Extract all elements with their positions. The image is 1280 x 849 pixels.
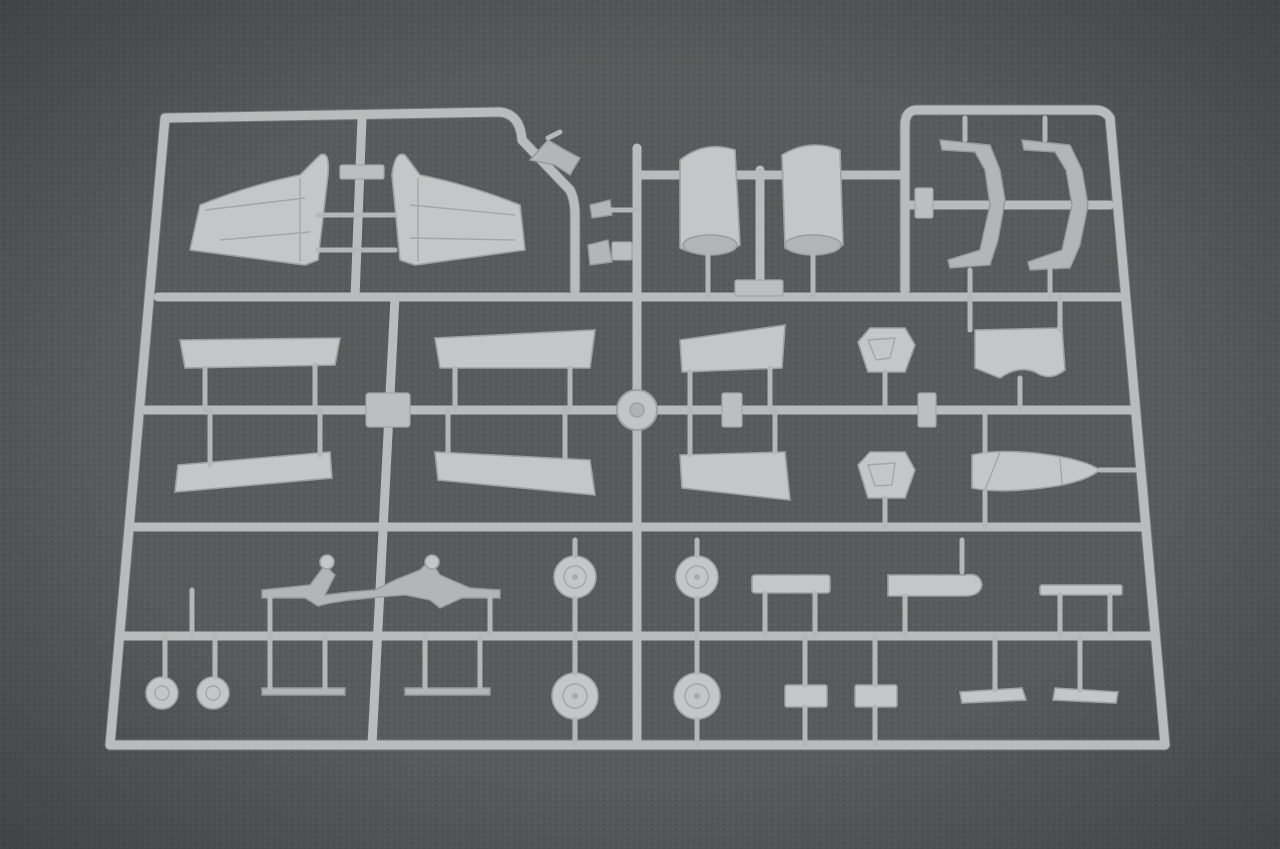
panel-lower-small — [857, 451, 916, 530]
aileron-upper — [679, 324, 786, 428]
wheel-row4-left — [553, 537, 597, 639]
flap-upper-center — [434, 329, 596, 413]
wheel-row4-right — [675, 537, 719, 639]
landing-gear-legs — [189, 554, 501, 639]
panel-upper-small — [857, 327, 937, 428]
cowling-right — [781, 144, 844, 300]
bracket-row4-c — [1039, 584, 1123, 639]
flap-lower-center — [434, 407, 596, 496]
tail-wheels — [145, 633, 230, 710]
sprue-frame — [104, 104, 1171, 751]
bracket-row4-a — [751, 574, 831, 639]
flap-lower-left — [174, 407, 333, 493]
flap-upper-left — [179, 337, 341, 413]
wheel-row5-left — [551, 633, 599, 748]
small-brackets — [528, 129, 640, 266]
cowling-left — [679, 145, 741, 300]
cover-upper-right — [967, 294, 1066, 413]
landing-struts — [939, 115, 1089, 300]
tail-fin-left — [189, 153, 360, 266]
aileron-lower — [679, 407, 791, 501]
bracket-row4-b — [887, 537, 983, 639]
tail-fin-right — [339, 153, 526, 266]
wheel-row5-right — [673, 633, 721, 748]
rods-row5 — [261, 633, 491, 696]
small-doors-row5 — [784, 633, 1119, 748]
drop-tank — [971, 407, 1138, 530]
